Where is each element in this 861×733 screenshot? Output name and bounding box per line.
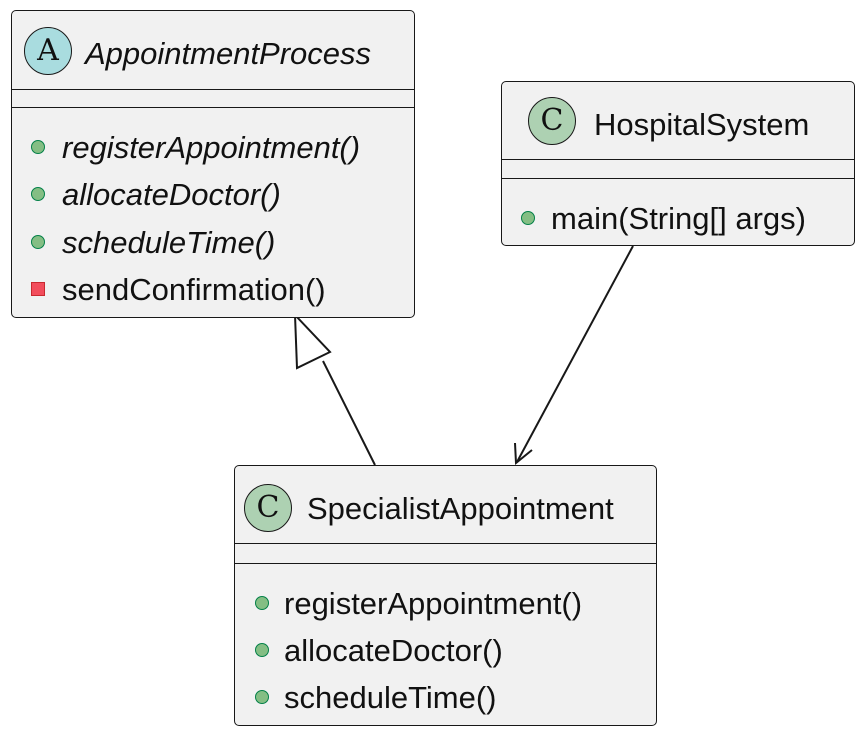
- public-visibility-icon: [31, 235, 45, 249]
- method-label: registerAppointment(): [284, 586, 583, 621]
- public-visibility-icon: [31, 187, 45, 201]
- class-header: C HospitalSystem: [502, 82, 854, 160]
- method-register-appointment: registerAppointment(): [235, 583, 656, 623]
- method-label: registerAppointment(): [62, 130, 361, 165]
- class-name: HospitalSystem: [594, 107, 810, 142]
- method-schedule-time: scheduleTime(): [235, 677, 656, 717]
- class-header: C SpecialistAppointment: [235, 466, 656, 544]
- attributes-divider: [502, 159, 854, 160]
- private-visibility-icon: [31, 282, 45, 296]
- class-badge-icon: C: [244, 484, 292, 532]
- attributes-divider: [235, 543, 656, 544]
- inheritance-arrowhead: [293, 312, 332, 370]
- methods-divider: [12, 107, 414, 108]
- inheritance-line: [322, 360, 376, 466]
- dependency-line: [516, 245, 634, 463]
- method-send-confirmation: sendConfirmation(): [12, 269, 414, 309]
- method-label: scheduleTime(): [62, 225, 276, 260]
- class-name: AppointmentProcess: [85, 36, 372, 71]
- method-schedule-time: scheduleTime(): [12, 222, 414, 262]
- public-visibility-icon: [255, 596, 269, 610]
- method-allocate-doctor: allocateDoctor(): [12, 174, 414, 214]
- dependency-arrowhead: [514, 442, 533, 466]
- method-label: allocateDoctor(): [284, 633, 503, 668]
- class-specialist-appointment[interactable]: C SpecialistAppointment registerAppointm…: [234, 465, 657, 726]
- method-label: sendConfirmation(): [62, 272, 326, 307]
- methods-divider: [235, 563, 656, 564]
- method-allocate-doctor: allocateDoctor(): [235, 630, 656, 670]
- class-hospital-system[interactable]: C HospitalSystem main(String[] args): [501, 81, 855, 246]
- attributes-divider: [12, 89, 414, 90]
- public-visibility-icon: [31, 140, 45, 154]
- public-visibility-icon: [255, 690, 269, 704]
- method-main: main(String[] args): [502, 198, 854, 238]
- class-appointment-process[interactable]: A AppointmentProcess registerAppointment…: [11, 10, 415, 318]
- class-name: SpecialistAppointment: [307, 491, 614, 526]
- public-visibility-icon: [521, 211, 535, 225]
- method-register-appointment: registerAppointment(): [12, 127, 414, 167]
- abstract-class-badge-icon: A: [24, 27, 72, 75]
- method-label: scheduleTime(): [284, 680, 497, 715]
- method-label: main(String[] args): [551, 201, 806, 236]
- method-label: allocateDoctor(): [62, 177, 281, 212]
- class-header: A AppointmentProcess: [12, 11, 414, 91]
- class-badge-icon: C: [528, 97, 576, 145]
- methods-divider: [502, 178, 854, 179]
- public-visibility-icon: [255, 643, 269, 657]
